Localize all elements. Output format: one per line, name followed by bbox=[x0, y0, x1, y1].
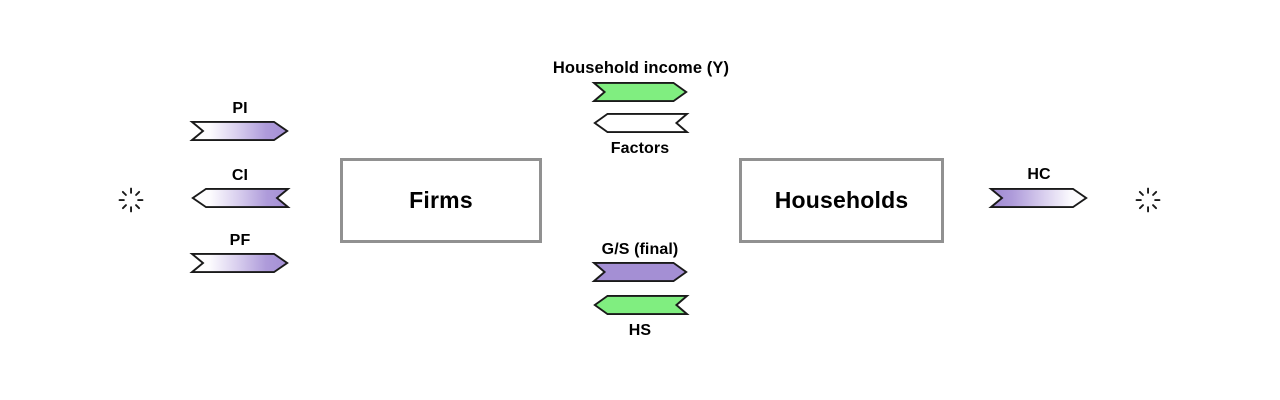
starburst-icon bbox=[1135, 187, 1161, 213]
entity-box-firms-label: Firms bbox=[409, 187, 473, 213]
flow-label-household-income: Household income (Y) bbox=[552, 59, 730, 77]
flow-arrow-pf bbox=[189, 252, 289, 274]
flow-label-hs: HS bbox=[628, 322, 652, 339]
flow-label-hc: HC bbox=[1027, 166, 1051, 183]
entity-box-households[interactable]: Households bbox=[739, 158, 944, 243]
flow-arrow-pi bbox=[189, 120, 289, 142]
flow-label-pi: PI bbox=[232, 100, 248, 117]
flow-label-gs-final: G/S (final) bbox=[601, 241, 679, 258]
flow-label-ci: CI bbox=[231, 167, 249, 184]
flow-arrow-household-income bbox=[591, 81, 688, 103]
starburst-icon bbox=[118, 187, 144, 213]
flow-arrow-gs-final bbox=[591, 261, 688, 283]
entity-box-firms[interactable]: Firms bbox=[340, 158, 542, 243]
flow-label-factors: Factors bbox=[610, 140, 670, 157]
entity-box-households-label: Households bbox=[774, 187, 909, 213]
flow-arrow-factors bbox=[593, 112, 690, 134]
flow-arrow-ci bbox=[191, 187, 291, 209]
flow-arrow-hs bbox=[593, 294, 690, 316]
flow-arrow-hc bbox=[988, 187, 1088, 209]
flow-label-pf: PF bbox=[229, 232, 251, 249]
